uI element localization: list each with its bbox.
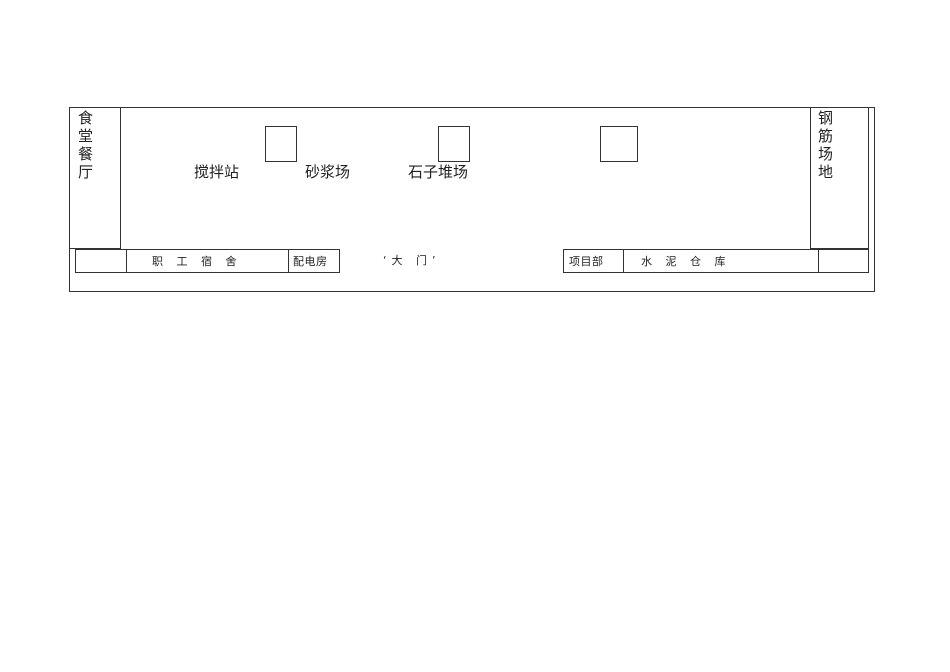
power-room-cell <box>288 249 340 273</box>
stone-yard-label: 石子堆场 <box>408 163 469 181</box>
rebar-yard-block <box>810 107 869 249</box>
dormitory-label: 职 工 宿 舍 <box>152 255 242 268</box>
stone-square <box>600 126 638 162</box>
main-gate-label: ‘大 门’ <box>383 254 441 267</box>
cement-warehouse-label: 水 泥 仓 库 <box>641 255 731 268</box>
mortar-square <box>438 126 470 162</box>
canteen-block <box>69 107 121 249</box>
power-room-label: 配电房 <box>293 255 328 268</box>
rebar-yard-label: 钢 筋 场 地 <box>818 109 834 181</box>
mixing-station-label: 搅拌站 <box>194 163 240 181</box>
mixer-square <box>265 126 297 162</box>
right-end-cell <box>818 249 869 273</box>
canteen-label: 食 堂 餐 厅 <box>78 109 94 181</box>
mortar-yard-label: 砂浆场 <box>305 163 351 181</box>
project-office-label: 项目部 <box>569 255 604 268</box>
left-end-cell <box>75 249 127 273</box>
